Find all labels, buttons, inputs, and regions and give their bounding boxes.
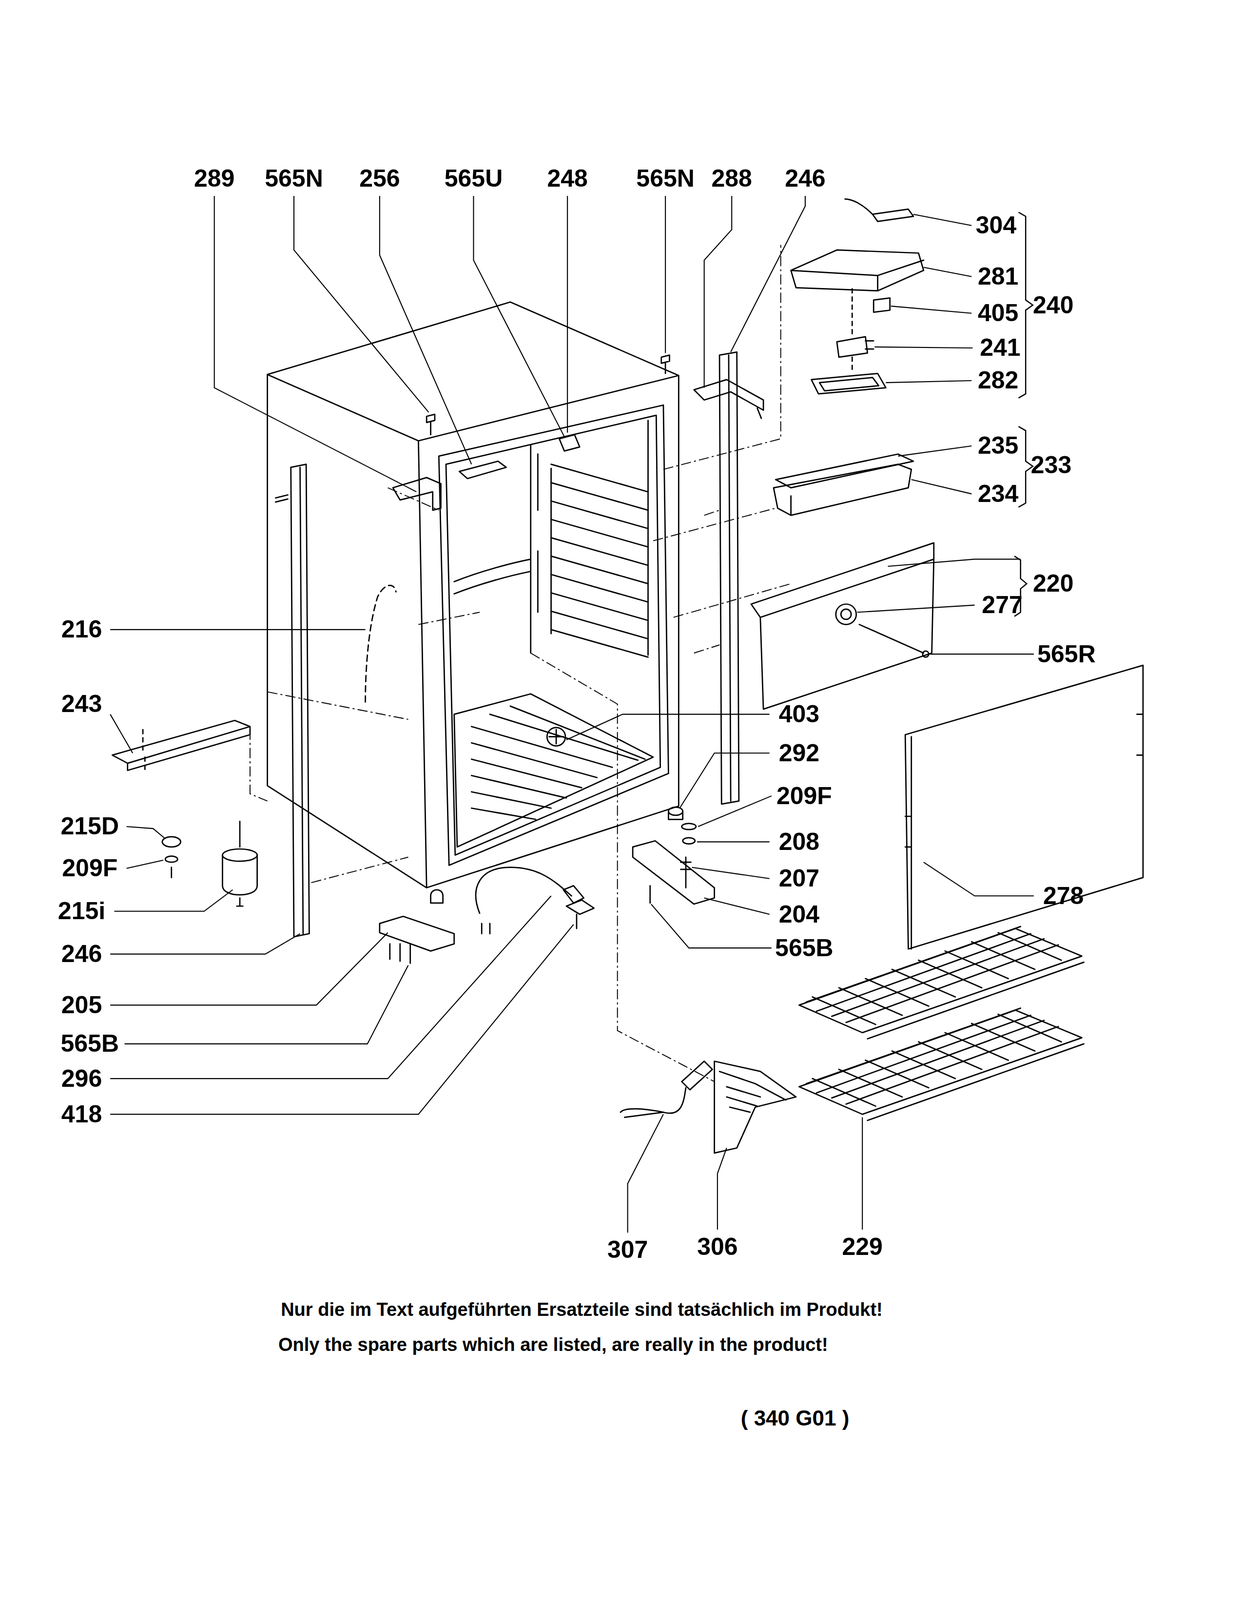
callout-number: 405: [977, 299, 1019, 327]
callout-number: 209F: [776, 782, 833, 810]
panel-278: [905, 665, 1144, 950]
air-duct-306: [714, 1061, 797, 1154]
lamp-307: [620, 1061, 713, 1118]
callout-number: 282: [977, 367, 1019, 394]
hinge-204: [632, 840, 715, 905]
callout-number: 204: [778, 901, 820, 929]
callout-number: 209F: [61, 854, 118, 882]
callout-number: 216: [61, 616, 102, 643]
leader-lines: [110, 195, 1034, 1233]
cap-292: [668, 807, 683, 816]
callout-number: 235: [977, 432, 1019, 460]
cap: [430, 890, 444, 904]
knob-277: [835, 604, 857, 625]
wire-296: [475, 867, 572, 934]
hinge-289: [392, 477, 441, 511]
callout-number: 565B: [60, 1030, 119, 1058]
shelf-rail-shadow: [537, 454, 551, 635]
lamp-cover-282: [811, 373, 887, 394]
callout-number: 215D: [60, 813, 119, 840]
callout-number: 208: [778, 828, 820, 856]
switch-405: [873, 297, 891, 312]
washer: [681, 823, 697, 831]
callout-number: 565R: [1037, 640, 1096, 668]
switch-304: [845, 198, 914, 222]
callout-number: 278: [1043, 882, 1084, 910]
callout-number: 240: [1032, 291, 1074, 319]
callout-number: 248: [546, 165, 588, 193]
panel-220: [751, 542, 934, 710]
callout-number: 205: [61, 991, 102, 1019]
cabinet-body: [267, 302, 679, 889]
light-housing: [791, 250, 924, 291]
callout-number: 289: [193, 165, 235, 193]
callout-number: 403: [778, 700, 820, 728]
bracket-418: [566, 900, 595, 930]
plate-248: [559, 434, 580, 452]
door-rail-left: [290, 464, 310, 937]
hinge-205: [379, 916, 455, 951]
door-rail-right: [719, 351, 739, 805]
callout-number: 220: [1032, 570, 1074, 598]
screw-565N: [426, 355, 670, 435]
note-text: Nur die im Text aufgeführten Ersatzteile…: [280, 1299, 883, 1321]
note-text: Only the spare parts which are listed, a…: [278, 1335, 829, 1356]
wire-shelf: [798, 1008, 1084, 1121]
callout-number: 418: [61, 1101, 102, 1128]
inner-wall: [454, 420, 649, 656]
callout-number: 256: [359, 165, 400, 193]
callout-number: 565N: [264, 165, 324, 193]
shelf-rails: [551, 464, 649, 658]
callout-number: 292: [778, 739, 820, 767]
plate-256: [459, 461, 506, 479]
door-frame: [438, 405, 669, 866]
callout-number: 288: [711, 165, 753, 193]
callout-number: 307: [607, 1236, 648, 1264]
callout-number: 306: [697, 1233, 738, 1261]
bracket-243: [112, 720, 251, 771]
callout-number: 229: [842, 1233, 883, 1261]
callout-number: 234: [977, 480, 1019, 508]
callout-number: 281: [977, 263, 1019, 291]
drawing-code: ( 340 G01 ): [740, 1406, 850, 1431]
screw-565R: [859, 624, 924, 654]
thermostat-knob: [546, 727, 566, 747]
callout-number: 304: [975, 212, 1017, 239]
tray-234: [773, 464, 912, 516]
callout-number: 296: [61, 1065, 102, 1093]
tube-216: [365, 585, 397, 702]
floor-grid: [454, 694, 654, 848]
callout-number: 233: [1030, 451, 1072, 479]
callout-number: 565N: [636, 165, 695, 193]
screw: [275, 494, 288, 503]
callout-number: 241: [979, 334, 1021, 362]
callout-number: 243: [61, 690, 102, 718]
callout-number: 277: [981, 591, 1023, 619]
callout-number: 565U: [444, 165, 504, 193]
pin-207: [680, 857, 692, 889]
callout-number: 207: [778, 865, 820, 892]
callout-number: 246: [61, 940, 102, 968]
lamp-holder-241: [836, 336, 874, 358]
callout-number: 565B: [775, 934, 834, 962]
callout-number: 246: [784, 165, 826, 193]
callout-number: 215i: [58, 897, 106, 925]
tray-235: [775, 454, 914, 488]
assembly-lines: [250, 245, 792, 1083]
